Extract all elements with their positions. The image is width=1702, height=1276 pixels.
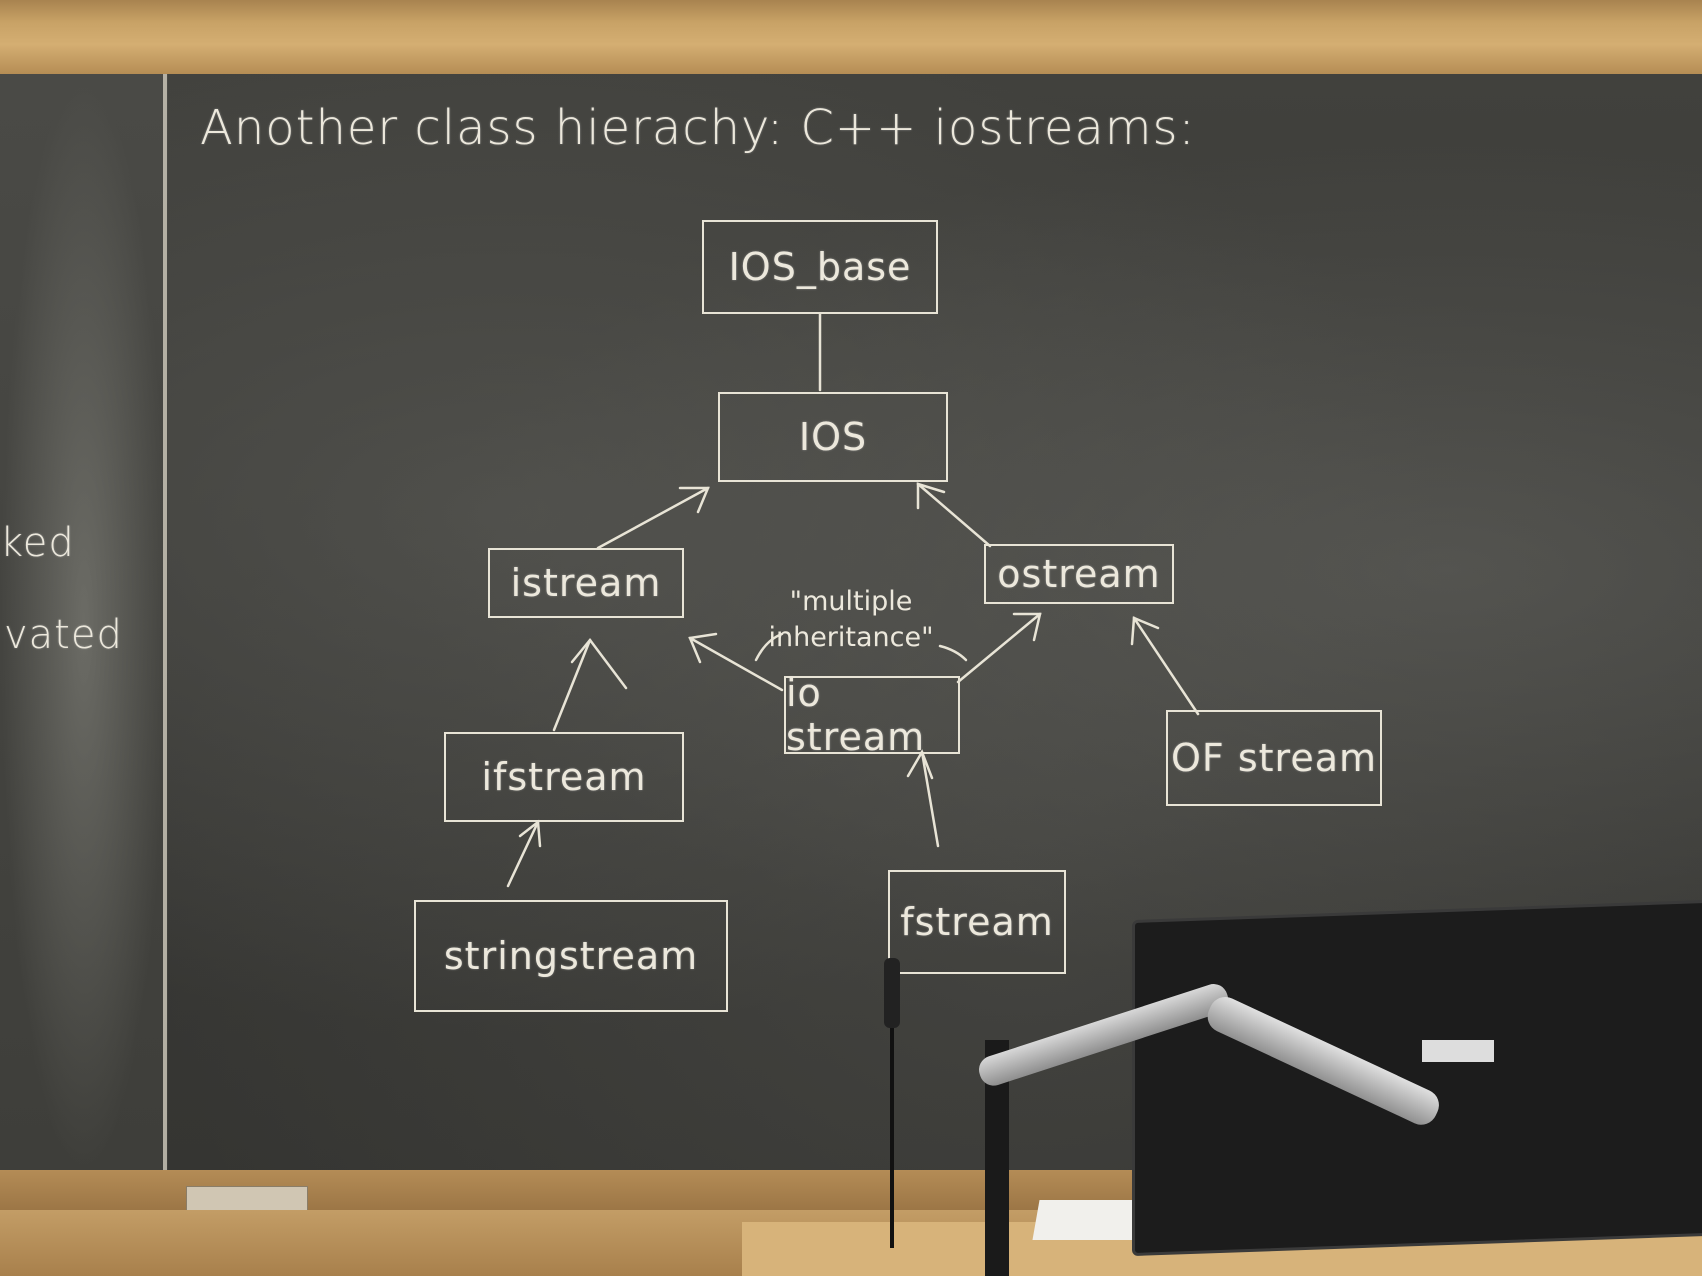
note-brace-left	[754, 632, 784, 662]
box-istream: istream	[488, 548, 684, 618]
arrowhead-ostream-ios	[916, 482, 946, 510]
note-brace-right	[938, 644, 968, 662]
arrow-ostream-ios	[916, 482, 992, 548]
arrowhead-iostream-istream	[688, 632, 718, 664]
note-line-1: "multiple	[789, 586, 913, 617]
arrow-iostream-ostream	[956, 612, 1042, 684]
arrow-ofstream-ostream	[1132, 616, 1200, 716]
box-ostream: ostream	[984, 544, 1174, 604]
microphone-stem	[890, 1028, 894, 1248]
arrow-stringstream-ifstream	[506, 820, 540, 888]
box-ios-base: IOS_base	[702, 220, 938, 314]
monitor-sticker	[1422, 1040, 1494, 1062]
arrow-iostream-istream	[688, 636, 784, 692]
left-fragment-2: vated	[4, 612, 123, 658]
monitor-back	[1132, 899, 1702, 1257]
box-fstream: fstream	[888, 870, 1066, 974]
multiple-inheritance-note: "multiple inheritance"	[766, 584, 936, 656]
microphone	[884, 958, 900, 1028]
arrowhead-stringstream-ifstream	[518, 819, 542, 848]
arrow-istream-ios	[596, 486, 710, 550]
arrowhead-ifstream-istream	[570, 637, 628, 690]
box-ofstream: OF stream	[1166, 710, 1382, 806]
box-ifstream: ifstream	[444, 732, 684, 822]
arrow-fstream-iostream	[920, 750, 940, 848]
arrow-ifstream-istream	[552, 638, 592, 732]
chalkboard-left-panel	[0, 74, 168, 1174]
panel-divider	[163, 74, 167, 1184]
left-fragment-1: ked	[0, 520, 75, 566]
arrowhead-iostream-ostream	[1012, 612, 1042, 642]
box-stringstream: stringstream	[414, 900, 728, 1012]
box-ios: IOS	[718, 392, 948, 482]
arrowhead-istream-ios	[678, 486, 710, 514]
note-line-2: inheritance"	[768, 622, 934, 653]
binder	[1032, 1200, 1140, 1240]
arrowhead-ofstream-ostream	[1130, 616, 1160, 646]
box-iostream: io stream	[784, 671, 960, 759]
board-title: Another class hierachy: C++ iostreams:	[200, 100, 1196, 156]
